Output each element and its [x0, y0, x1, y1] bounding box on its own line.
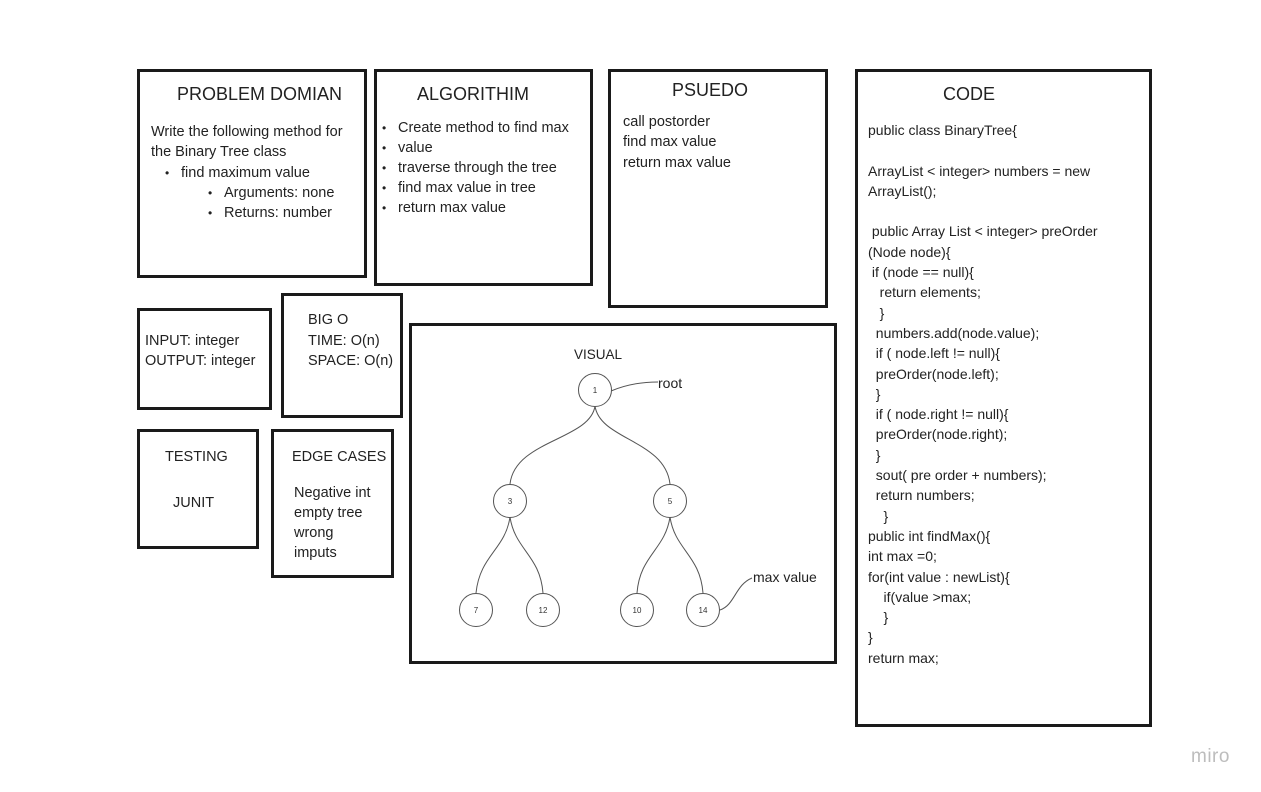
pseudo-line: find max value: [623, 134, 717, 150]
problem-domain-line-1: Write the following method for: [151, 124, 343, 140]
miro-logo: miro: [1191, 746, 1230, 767]
code-line: numbers.add(node.value);: [868, 324, 1040, 341]
testing-card[interactable]: TESTING JUNIT: [137, 429, 259, 549]
pseudo-title: PSUEDO: [672, 80, 749, 100]
problem-domain-title: PROBLEM DOMIAN: [177, 84, 343, 104]
code-line: }: [868, 304, 885, 321]
problem-domain-sub-arguments: Arguments: none: [208, 183, 334, 203]
code-line: public int findMax(){: [868, 527, 991, 544]
problem-domain-card[interactable]: PROBLEM DOMIAN Write the following metho…: [137, 69, 367, 278]
code-line: (Node node){: [868, 243, 951, 260]
code-line: return elements;: [868, 284, 981, 301]
big-o-card[interactable]: BIG O TIME: O(n) SPACE: O(n): [281, 293, 403, 418]
io-input: INPUT: integer: [145, 333, 240, 349]
visual-card[interactable]: [409, 323, 837, 664]
code-line: preOrder(node.right);: [868, 426, 1008, 443]
code-title: CODE: [943, 84, 996, 104]
code-line: int max =0;: [868, 548, 937, 565]
code-block: public class BinaryTree{ ArrayList < inte…: [868, 120, 1098, 668]
code-line: if (node == null){: [868, 264, 974, 281]
code-line: public class BinaryTree{: [868, 122, 1017, 138]
code-line: ArrayList();: [868, 182, 937, 199]
code-line: }: [868, 446, 881, 463]
algorithm-item: Create method to find max: [382, 118, 569, 138]
code-line: [868, 140, 1098, 160]
big-o-space: SPACE: O(n): [308, 353, 394, 369]
algorithm-list: Create method to find max value traverse…: [382, 118, 569, 218]
big-o-time: TIME: O(n): [308, 333, 380, 349]
code-line: preOrder(node.left);: [868, 365, 999, 382]
code-line: }: [868, 507, 889, 524]
code-line: return numbers;: [868, 487, 975, 504]
code-line: return max;: [868, 649, 939, 666]
problem-domain-bullet: find maximum value: [165, 163, 310, 183]
code-line: }: [868, 609, 889, 626]
io-output: OUTPUT: integer: [145, 353, 256, 369]
algorithm-item: return max value: [382, 198, 569, 218]
edge-case-line: Negative int: [294, 485, 371, 501]
algorithm-title: ALGORITHIM: [417, 84, 530, 104]
edge-case-line: empty tree: [294, 505, 363, 521]
problem-domain-list: find maximum value: [165, 163, 310, 183]
edge-cases-title: EDGE CASES: [292, 449, 387, 465]
code-line: for(int value : newList){: [868, 568, 1010, 585]
problem-domain-sub-returns: Returns: number: [208, 203, 334, 223]
problem-domain-sublist: Arguments: none Returns: number: [208, 183, 334, 223]
algorithm-item-cont: value: [382, 138, 569, 158]
edge-case-line: wrong: [294, 525, 334, 541]
algorithm-card[interactable]: ALGORITHIM Create method to find max val…: [374, 69, 593, 286]
big-o-title: BIG O: [308, 312, 349, 328]
problem-domain-line-2: the Binary Tree class: [151, 144, 287, 160]
code-line: }: [868, 385, 881, 402]
io-card[interactable]: INPUT: integer OUTPUT: integer: [137, 308, 272, 410]
testing-value: JUNIT: [173, 495, 215, 511]
code-line: if(value >max;: [868, 588, 972, 605]
code-line: [868, 201, 1098, 221]
algorithm-item: find max value in tree: [382, 178, 569, 198]
code-line: sout( pre order + numbers);: [868, 467, 1047, 484]
pseudo-line: call postorder: [623, 114, 711, 130]
pseudo-line: return max value: [623, 155, 731, 171]
code-card[interactable]: CODE: [855, 69, 1152, 727]
code-line: public Array List < integer> preOrder: [868, 223, 1098, 240]
edge-cases-card[interactable]: EDGE CASES Negative int empty tree wrong…: [271, 429, 394, 578]
edge-case-line: imputs: [294, 545, 337, 561]
pseudo-card[interactable]: PSUEDO call postorder find max value ret…: [608, 69, 828, 308]
testing-title: TESTING: [165, 449, 228, 465]
code-line: if ( node.left != null){: [868, 345, 1000, 362]
algorithm-item-continuation: value: [398, 140, 433, 156]
code-line: }: [868, 629, 873, 646]
code-line: ArrayList < integer> numbers = new: [868, 162, 1091, 179]
algorithm-item: traverse through the tree: [382, 158, 569, 178]
code-line: if ( node.right != null){: [868, 406, 1009, 423]
